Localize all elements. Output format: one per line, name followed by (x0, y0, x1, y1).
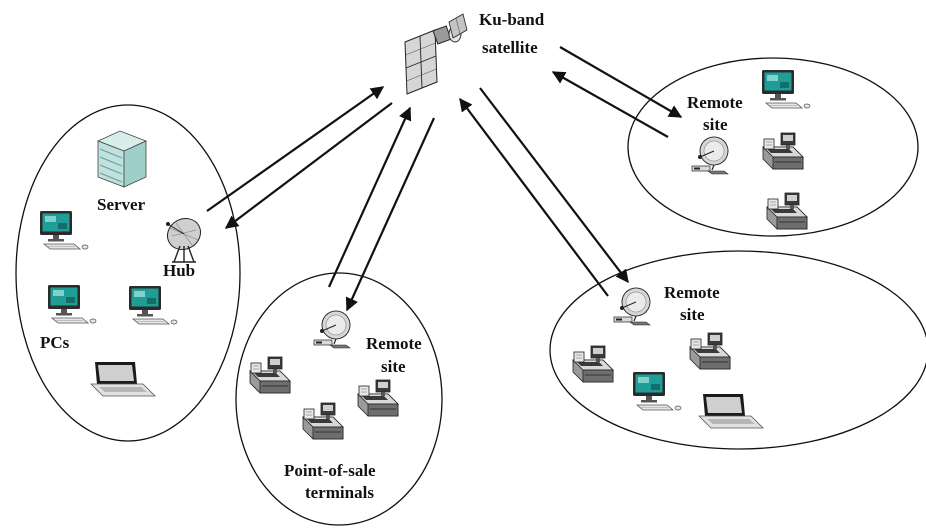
laptop-icon (90, 361, 156, 397)
arrow-satellite-to-top-site (559, 46, 683, 118)
satellite-icon (404, 13, 468, 95)
hub-label: Hub (163, 261, 195, 280)
pos-terminal-icon (689, 332, 731, 370)
pc-icon (47, 284, 97, 324)
pos-label-line2: terminals (305, 483, 374, 502)
laptop-icon (698, 393, 764, 429)
arrow-right-site-to-satellite (459, 97, 609, 297)
arrow-satellite-to-pos (345, 117, 436, 312)
pc-icon (128, 285, 178, 325)
server-icon (96, 130, 148, 188)
pos-site-ellipse (235, 272, 443, 526)
pos-terminal-icon (762, 132, 804, 170)
pcs-label: PCs (40, 333, 70, 352)
hub-dish-icon (166, 217, 202, 263)
right-remote-site-label-line1: Remote (664, 283, 720, 302)
pos-terminal-icon (572, 345, 614, 383)
top-remote-site-label-line2: site (703, 115, 728, 134)
pos-terminal-icon (357, 379, 399, 417)
top-remote-site-label-line1: Remote (687, 93, 743, 112)
pos-terminal-icon (766, 192, 808, 230)
right-remote-site-label-line2: site (680, 305, 705, 324)
pc-icon (761, 69, 811, 109)
satellite-label-line2: satellite (482, 38, 538, 57)
pc-icon (632, 371, 682, 411)
arrow-satellite-to-hub (224, 102, 393, 229)
hub-site-ellipse (15, 104, 241, 442)
arrow-hub-to-satellite (206, 86, 385, 212)
server-label: Server (97, 195, 146, 214)
arrow-pos-to-satellite (327, 106, 412, 288)
satellite-label-line1: Ku-band (479, 10, 545, 29)
pc-icon (39, 210, 89, 250)
satellite-dish-icon (691, 131, 734, 175)
satellite-dish-icon (613, 282, 656, 326)
pos-remote-site-label-line1: Remote (366, 334, 422, 353)
pos-remote-site-label-line2: site (381, 357, 406, 376)
satellite-dish-icon (313, 305, 356, 349)
pos-terminal-icon (302, 402, 344, 440)
remote-site-top-ellipse (627, 57, 919, 237)
pos-terminal-icon (249, 356, 291, 394)
arrow-top-site-to-satellite (551, 71, 669, 138)
remote-site-right-ellipse (549, 250, 926, 450)
pos-label-line1: Point-of-sale (284, 461, 376, 480)
arrow-satellite-to-right-site (479, 87, 629, 284)
